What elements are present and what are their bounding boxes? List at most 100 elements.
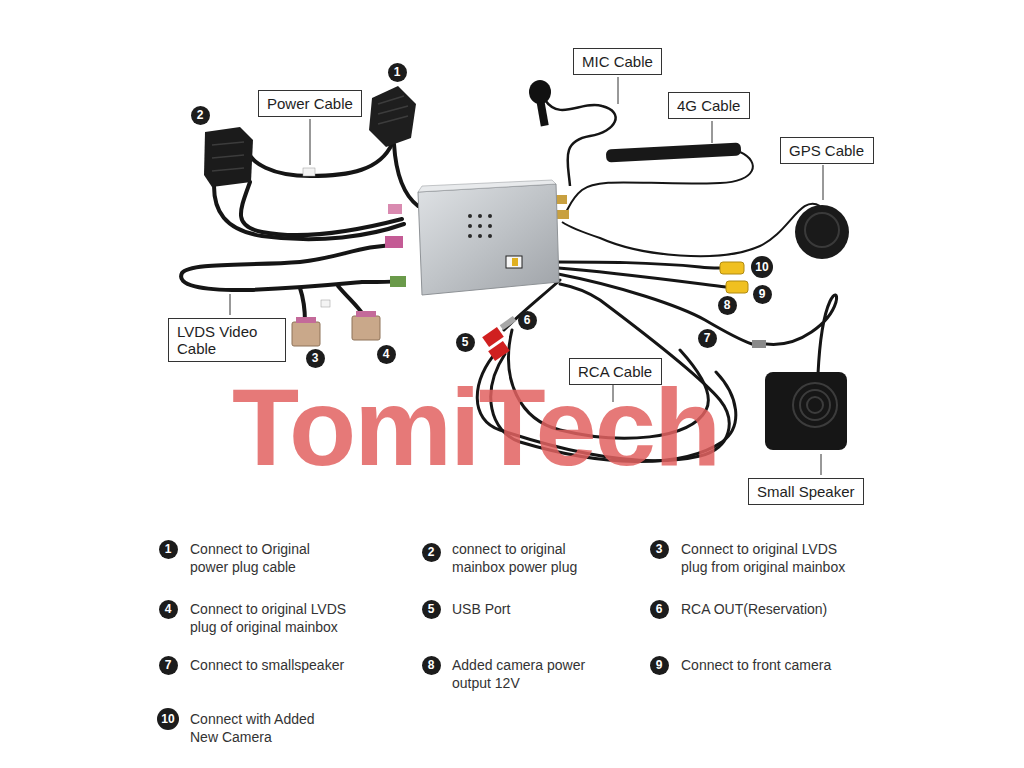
callout-number: 3 [306,349,325,368]
cable-label-box: 4G Cable [668,92,750,119]
gps-cable [562,204,820,256]
audio-plug [500,316,517,330]
key-description: RCA OUT(Reservation) [681,600,827,618]
leader-line [712,121,713,143]
callout-number: 8 [718,296,737,315]
callout-number: 5 [456,333,475,352]
callout-text: 8 [422,656,441,675]
ridge [378,106,408,114]
lvds-plug-band [356,311,376,317]
callout-number: 2 [191,106,210,125]
callout-text: 6 [650,600,669,619]
gps-antenna [795,205,849,259]
cable [248,144,392,176]
cable-label: LVDS Video Cable [177,323,277,357]
callout-number: 2 [422,543,441,562]
rca-jack [720,262,744,274]
cable-tag [321,300,330,307]
hole [468,224,472,228]
callout-text: 1 [388,63,407,82]
callout-text: 3 [650,540,669,559]
callout-number: 9 [753,285,772,304]
leader-line [310,119,311,165]
microphone [529,80,551,104]
cable [394,144,418,206]
cable-tag [303,168,315,176]
antenna-cable [566,152,753,212]
watermark: TomiTech [232,383,719,471]
callout-number: 9 [650,656,669,675]
hole [478,234,482,238]
key-description: USB Port [452,600,510,618]
hole [488,214,492,218]
key-description: Connect to front camera [681,656,831,674]
callout-text: 10 [751,256,773,278]
ridge [212,142,244,145]
cable [181,245,400,290]
leader-line [821,454,822,475]
cable-label-box: Power Cable [258,90,362,117]
callout-text: 8 [718,296,737,315]
cable [558,262,720,268]
lvds-plug [352,316,380,340]
rca-jack [726,281,748,293]
module-port [390,276,406,287]
ridge [212,155,244,158]
callout-text: 6 [518,311,537,330]
callout-text: 10 [157,708,179,730]
cable [300,288,305,322]
speaker-grille [793,383,837,427]
4g-antenna [606,142,741,162]
callout-text: 5 [422,600,441,619]
cable [558,274,752,344]
grille-ring [793,383,837,427]
connector-ridges [378,96,408,124]
leader-line [823,165,824,200]
ridge [212,168,244,171]
callout-number: 7 [159,656,178,675]
leader-lines [230,77,823,475]
module-box [418,184,559,295]
grille-ring [800,390,830,420]
mainbox-connector [204,127,253,187]
key-description: Connect to original LVDS plug of origina… [190,600,365,636]
cable-label: 4G Cable [677,97,740,114]
vent-holes [468,214,492,238]
hole [468,214,472,218]
hole [468,234,472,238]
module-port [388,204,402,214]
callout-number: 7 [698,329,717,348]
key-description: Connect to Original power plug cable [190,540,340,576]
hole [488,234,492,238]
cable [766,295,837,374]
sma-port [557,210,569,219]
key-description: Connect with Added New Camera [190,710,335,746]
callout-number: 6 [650,600,669,619]
hole [478,214,482,218]
speaker-body [765,372,847,450]
cable-label: Power Cable [267,95,353,112]
connector-ridges [212,142,244,171]
hole [488,224,492,228]
callout-text: 9 [650,656,669,675]
cable-label-box: LVDS Video Cable [168,318,286,362]
key-description: Added camera power output 12V [452,656,602,692]
leader-line [618,77,619,104]
callout-text: 7 [159,656,178,675]
grille-ring [807,397,823,413]
callout-number: 3 [650,540,669,559]
sticker [506,256,522,268]
callout-text: 4 [377,345,396,364]
cable-label: MIC Cable [582,53,653,70]
cable-label: GPS Cable [789,142,864,159]
callout-number: 5 [422,600,441,619]
mic-cable [545,100,616,186]
cable-label-box: MIC Cable [573,48,662,75]
callout-text: 1 [159,540,178,559]
module-port [385,236,403,248]
cable-label-box: GPS Cable [780,137,874,164]
callout-number: 10 [751,256,773,278]
mic-clip [537,101,549,126]
callout-text: 3 [306,349,325,368]
ridge [378,116,408,124]
